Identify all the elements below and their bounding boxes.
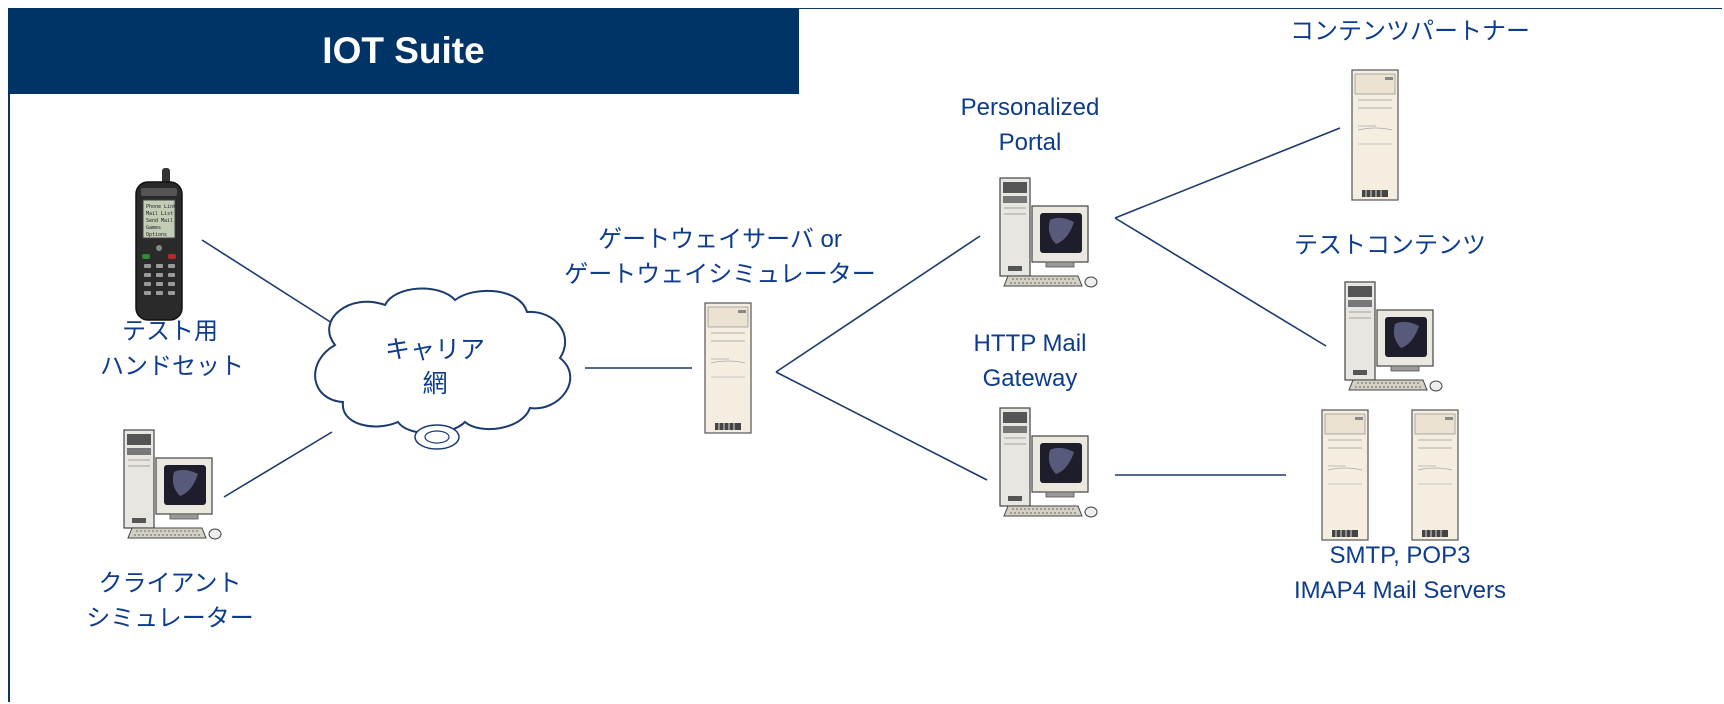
client-simulator-label: クライアント シミュレーター <box>86 570 254 632</box>
mail-servers-label: SMTP, POP3 IMAP4 Mail Servers <box>1293 542 1507 604</box>
page-title: IOT Suite <box>322 30 485 71</box>
handset-label: テスト用 ハンドセット <box>100 318 244 380</box>
phone-screen-line: Send Mail <box>146 218 173 224</box>
client-workstation-icon <box>123 429 222 540</box>
phone-screen-line: Options <box>146 232 167 238</box>
phone-screen-line: Games <box>146 225 161 231</box>
portal-label: Personalized Portal <box>960 94 1100 156</box>
http-mail-gateway-label: HTTP Mail Gateway <box>973 330 1087 392</box>
diagram-frame <box>8 8 1722 702</box>
test-content-label: テストコンテンツ <box>1294 232 1486 259</box>
mail-server-icon <box>1411 409 1459 541</box>
portal-workstation-icon <box>999 177 1098 288</box>
mail-server-icon <box>1321 409 1369 541</box>
test-content-workstation-icon <box>1344 281 1443 392</box>
cloud-icon <box>314 287 572 450</box>
gateway-server-icon <box>704 302 752 434</box>
connection-lines <box>201 127 1341 498</box>
phone-handset-icon: Phone Link Mail List Send Mail Games Opt… <box>135 168 183 321</box>
title-bar: IOT Suite <box>8 8 799 94</box>
mail-gateway-workstation-icon <box>999 407 1098 518</box>
phone-screen-line: Phone Link <box>146 204 176 210</box>
gateway-label: ゲートウェイサーバ or ゲートウェイシミュレーター <box>564 226 876 288</box>
phone-screen-line: Mail List <box>146 211 173 217</box>
carrier-network-label: キャリア 網 <box>384 336 485 398</box>
content-partner-label: コンテンツパートナー <box>1290 18 1530 45</box>
content-partner-server-icon <box>1351 69 1399 201</box>
